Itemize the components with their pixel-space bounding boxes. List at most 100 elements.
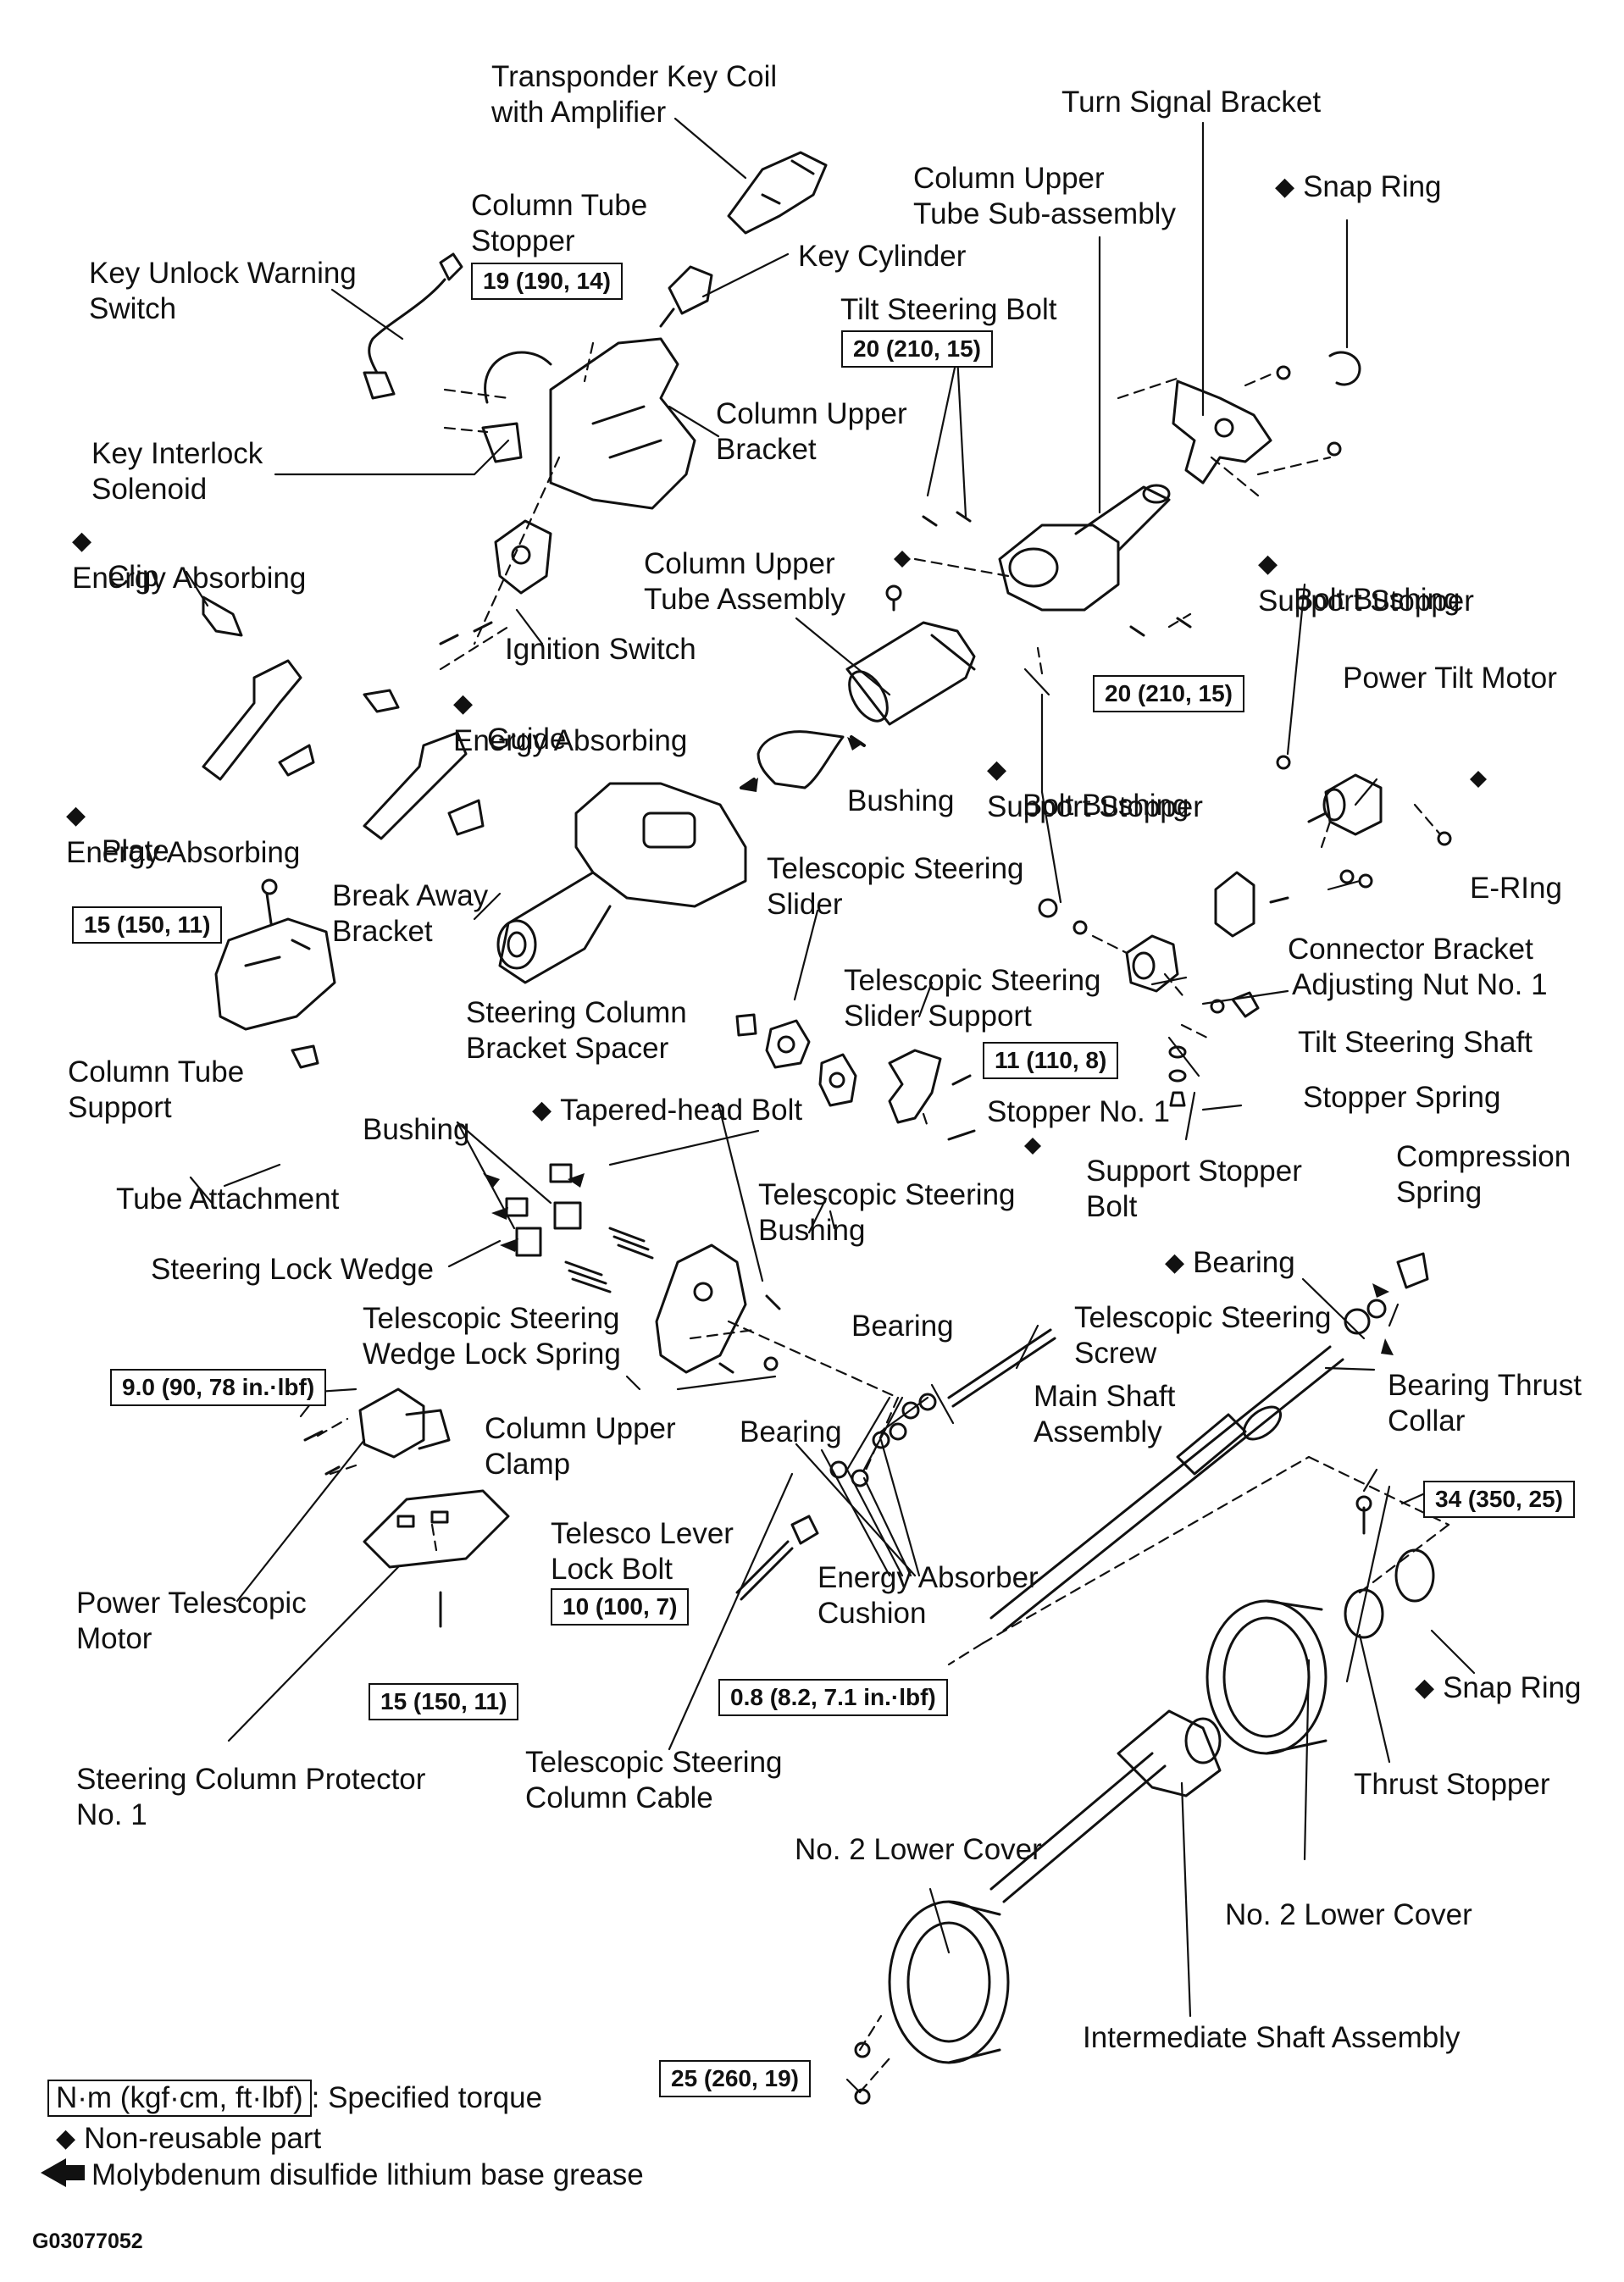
- part-column-upper-clamp: [655, 1243, 781, 1374]
- part-adjusting-nut: [1038, 898, 1225, 1014]
- label-energy-absorbing-clip-2: Clip: [108, 560, 159, 593]
- part-telescopic-cable: [735, 1540, 794, 1601]
- part-power-tilt-motor: [1276, 755, 1452, 846]
- label-energy-absorbing-guide: Energy Absorbing: [453, 686, 687, 759]
- label-turn-signal-bracket: Turn Signal Bracket: [1061, 86, 1322, 119]
- part-thrust-stopper: [1344, 1588, 1384, 1639]
- legend-torque-unit: N·m (kgf·cm, ft·lbf): [47, 2080, 312, 2117]
- part-column-upper-tube-sub: [922, 484, 1192, 637]
- label-intermediate-shaft: Intermediate Shaft Assembly: [1083, 2021, 1460, 2054]
- label-key-cylinder: Key Cylinder: [798, 240, 967, 273]
- nonreusable-marker-icon: [1470, 771, 1487, 788]
- grease-arrows: [483, 737, 1394, 1355]
- label-steering-lock-wedge: Steering Lock Wedge: [151, 1253, 435, 1286]
- torque-protector: 15 (150, 11): [369, 1683, 519, 1720]
- label-energy-absorbing-guide-2: Guide: [487, 723, 567, 756]
- label-energy-absorbing-plate: Energy Absorbing: [66, 798, 300, 871]
- label-power-tilt-motor: Power Tilt Motor: [1343, 662, 1557, 695]
- part-telescopic-screw: [947, 1328, 1056, 1408]
- part-telescopic-bushing: [818, 1053, 857, 1107]
- label-stopper-no1: Stopper No. 1: [987, 1095, 1170, 1128]
- nonreusable-marker-icon: [1024, 1138, 1041, 1155]
- label-bushing-2: Bushing: [363, 1113, 470, 1146]
- part-connector-bracket: [1214, 871, 1289, 938]
- label-support-stopper-bushing-1b: Bolt Bushing: [1294, 583, 1460, 616]
- label-snap-ring-bottom: Snap Ring: [1415, 1670, 1581, 1708]
- label-no2-lower-cover-left: No. 2 Lower Cover: [795, 1833, 1042, 1866]
- nonreusable-marker-icon: [894, 551, 911, 568]
- part-column-upper-tube-assembly: [845, 584, 976, 726]
- part-bearings: [790, 1393, 937, 1545]
- label-bushing-1: Bushing: [847, 784, 955, 817]
- part-wedge-and-bushings: [505, 1163, 654, 1293]
- torque-lever-bolt: 10 (100, 7): [551, 1588, 690, 1626]
- label-stopper-spring: Stopper Spring: [1303, 1081, 1501, 1114]
- part-protector: [363, 1489, 510, 1628]
- torque-tilt-bolt: 20 (210, 15): [841, 330, 993, 368]
- label-adjusting-nut: Adjusting Nut No. 1: [1292, 968, 1548, 1001]
- label-tilt-steering-shaft: Tilt Steering Shaft: [1298, 1026, 1533, 1059]
- torque-column-support: 15 (150, 11): [72, 906, 223, 944]
- label-bearing-2: Bearing: [851, 1310, 954, 1343]
- label-bearing-3: Bearing: [740, 1415, 842, 1448]
- label-tilt-steering-bolt: Tilt Steering Bolt: [840, 293, 1057, 326]
- part-energy-absorbing-clip: [202, 595, 243, 637]
- part-power-telescopic-motor: [303, 1387, 451, 1476]
- torque-tube-stopper: 19 (190, 14): [471, 263, 623, 300]
- part-intermediate-shaft: [989, 1709, 1222, 1903]
- part-tilt-shaft: [1231, 991, 1260, 1018]
- part-slider-support: [888, 1049, 976, 1141]
- part-bushing-1: [740, 730, 866, 789]
- part-main-shaft: [989, 1252, 1429, 1632]
- label-connector-bracket: Connector Bracket: [1288, 933, 1533, 966]
- label-no2-lower-cover-right: No. 2 Lower Cover: [1225, 1898, 1472, 1931]
- part-ignition-switch: [439, 519, 552, 645]
- torque-power-tele: 9.0 (90, 78 in.·lbf): [110, 1369, 327, 1406]
- part-lower-cover-right: [1206, 1599, 1327, 1755]
- part-telescopic-slider: [765, 1019, 811, 1069]
- part-bracket-spacer: [735, 1013, 757, 1037]
- part-transponder-coil: [727, 151, 828, 235]
- part-break-away-bracket: [496, 782, 747, 984]
- label-bearing-diamond: Bearing: [1165, 1245, 1295, 1282]
- torque-snap-ring: 34 (350, 25): [1423, 1481, 1575, 1518]
- legend-torque-text: : Specified torque: [311, 2081, 543, 2114]
- label-e-ring: E-RIng: [1470, 872, 1562, 905]
- torque-slider-support: 11 (110, 8): [983, 1042, 1119, 1079]
- label-energy-absorbing-plate-2: Plate: [102, 834, 169, 867]
- part-energy-absorbing-plate: [202, 659, 315, 781]
- part-key-cylinder: [659, 265, 713, 328]
- label-energy-absorbing-clip: Energy Absorbing: [72, 523, 306, 596]
- part-lower-cover-left: [854, 1900, 1010, 2105]
- part-key-unlock-switch: [363, 252, 463, 400]
- label-support-stopper-bushing-2b: Bolt Bushing: [1023, 789, 1189, 822]
- part-column-upper-bracket: [481, 337, 696, 510]
- label-support-stopper-bushing-2: Support Stopper: [987, 752, 1203, 825]
- part-turn-signal-bracket: [1172, 365, 1342, 485]
- label-ignition-switch: Ignition Switch: [505, 633, 696, 666]
- legend-grease: Molybdenum disulfide lithium base grease: [91, 2158, 644, 2191]
- legend-arrow-icon: [41, 2158, 85, 2187]
- part-stopper-spring: [1168, 1045, 1187, 1107]
- torque-cable: 0.8 (8.2, 7.1 in.·lbf): [718, 1679, 948, 1716]
